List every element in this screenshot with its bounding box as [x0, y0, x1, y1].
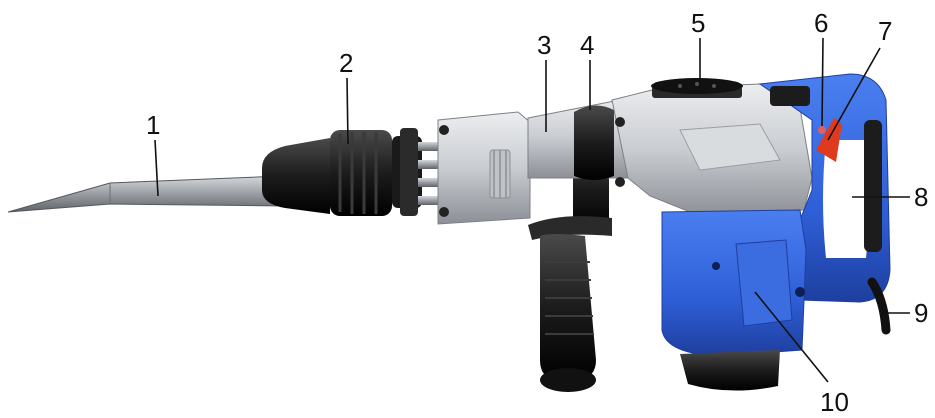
callouts: 1 2 3 4 5 6 7 8	[146, 8, 928, 417]
svg-text:10: 10	[820, 387, 849, 417]
trigger-icon	[816, 118, 842, 162]
svg-text:2: 2	[339, 48, 353, 78]
switch-lock	[818, 126, 826, 134]
callout-5: 5	[691, 8, 705, 82]
svg-text:5: 5	[691, 8, 705, 38]
tool-illustration	[7, 73, 891, 392]
svg-text:6: 6	[814, 8, 828, 38]
motor-housing	[661, 209, 807, 391]
front-housing-block	[437, 111, 531, 225]
callout-2: 2	[339, 48, 353, 145]
svg-text:3: 3	[537, 30, 551, 60]
top-knob	[651, 78, 743, 98]
rear-handle	[758, 73, 891, 303]
callout-3: 3	[537, 30, 551, 132]
svg-text:9: 9	[914, 298, 928, 328]
chisel-icon	[7, 175, 283, 213]
svg-text:7: 7	[878, 16, 892, 46]
callout-4: 4	[580, 30, 594, 110]
callout-1: 1	[146, 110, 160, 197]
callout-10: 10	[754, 291, 849, 417]
connector-rods	[418, 142, 446, 205]
svg-text:4: 4	[580, 30, 594, 60]
handle-clamp	[574, 105, 614, 180]
power-cord-icon	[867, 277, 891, 335]
callout-8: 8	[852, 182, 928, 212]
callout-9: 9	[884, 298, 928, 328]
chuck-icon	[262, 128, 422, 216]
svg-text:8: 8	[914, 182, 928, 212]
callout-6: 6	[814, 8, 828, 127]
side-handle-icon	[528, 148, 612, 392]
svg-text:1: 1	[146, 110, 160, 140]
callout-7: 7	[827, 16, 892, 141]
